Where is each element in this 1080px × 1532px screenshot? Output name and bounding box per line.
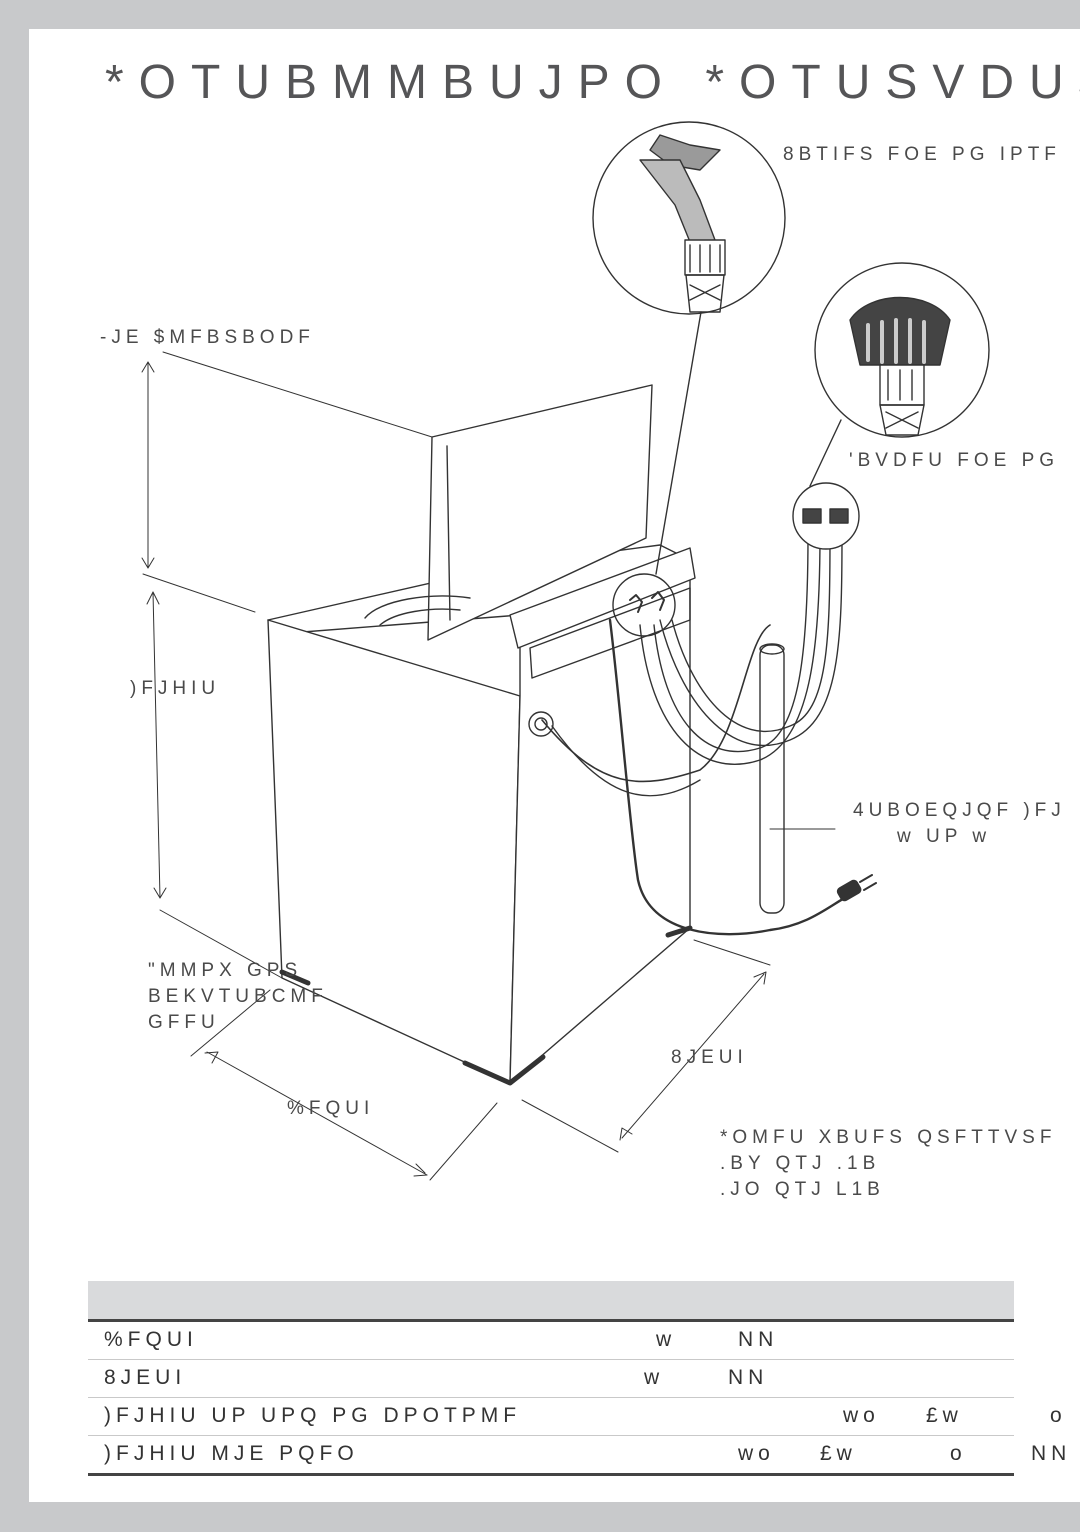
washer-end-label: 8BTIFS FOE PG IPTF [783,144,1061,165]
page-title: *OTUBMMBUJPO *OTUSVDUJ [105,56,1080,109]
washer-diagram [141,121,990,1181]
table-cell-label: )FJHIU UP UPQ PG DPOTPMF [104,1404,522,1427]
table-row: %FQUI w NN [88,1322,1014,1360]
standpipe-label-line2: w UP w [897,826,992,847]
depth-label: %FQUI [287,1098,375,1119]
table-cell-range: wo [738,1442,775,1465]
height-label: )FJHIU [130,678,221,699]
table-cell-range-3: o [950,1442,967,1465]
table-cell-label: %FQUI [104,1328,198,1351]
table-cell-range-2: £w [926,1404,963,1427]
width-label: 8JEUI [671,1047,748,1068]
table-row: )FJHIU UP UPQ PG DPOTPMF wo £w o [88,1398,1062,1436]
table-cell-inches: w [656,1328,677,1351]
table-cell-mm: NN [728,1366,769,1389]
table-row: 8JEUI w NN [88,1360,1014,1398]
washing-machine-icon [267,384,696,1086]
table-cell-label: )FJHIU MJE PQFO [104,1442,359,1465]
table-cell-label: 8JEUI [104,1366,187,1389]
water-pressure-label: *OMFU XBUFS QSFTTVSF [720,1127,1057,1148]
installation-sheet: *OTUBMMBUJPO *OTUSVDUJ [29,29,1080,1502]
standpipe-label-line1: 4UBOEQJQF )FJ [853,800,1066,821]
table-cell-range-2: £w [820,1442,857,1465]
table-cell-mm: NN [1031,1442,1072,1465]
lid-clearance-label: -JE $MFBSBODF [100,327,315,348]
adjustable-feet-label-line1: "MMPX GPS [148,960,303,981]
power-plug-icon [836,874,877,902]
table-cell-range-3: o [1050,1404,1067,1427]
water-pressure-max: .BY QTJ .1B [720,1153,881,1174]
table-cell-mm: NN [738,1328,779,1351]
hose-faucet-end-icon [814,262,990,438]
table-cell-range: wo [843,1404,880,1427]
adjustable-feet-label-line2: BEKVTUBCMF [148,986,328,1007]
faucet-end-label: 'BVDFU FOE PG [849,450,1060,471]
dimensions-table-header [88,1281,1014,1322]
hose-washer-end-icon [592,121,786,315]
adjustable-feet-label-line3: GFFU [148,1012,220,1033]
table-row: )FJHIU MJE PQFO wo £w o NN [88,1436,1066,1476]
table-cell-inches: w [644,1366,665,1389]
water-pressure-min: .JO QTJ L1B [720,1179,885,1200]
